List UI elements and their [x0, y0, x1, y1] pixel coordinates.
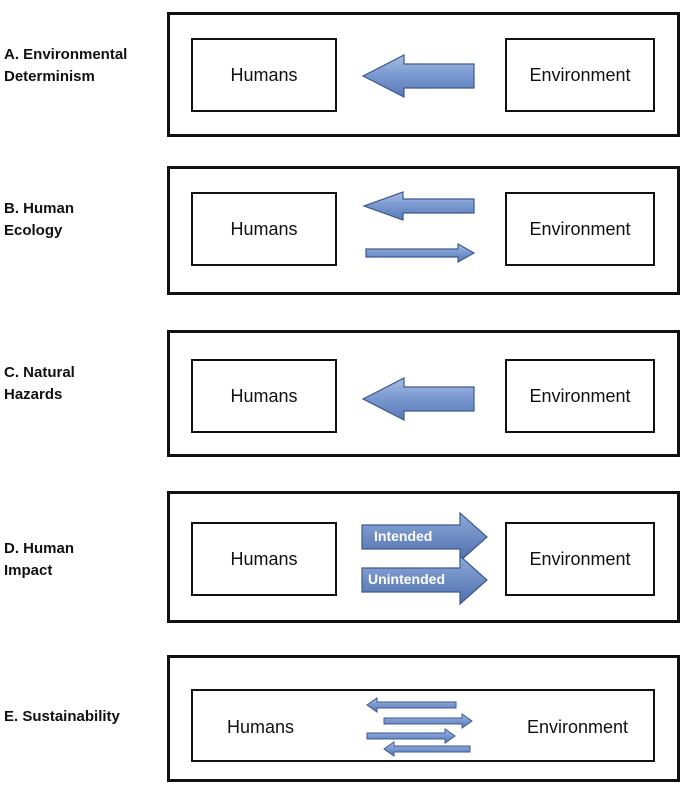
- panel-c-frame: Humans Environment: [167, 330, 680, 457]
- panel-b-label-line1: B. Human: [4, 200, 75, 217]
- panel-c-label: C. Natural Hazards: [4, 362, 75, 406]
- panel-b-environment-text: Environment: [529, 218, 631, 239]
- panel-c-environment-text: Environment: [529, 385, 631, 406]
- panel-a-humans-box: Humans: [191, 38, 337, 112]
- panel-d-arrow-unintended: [361, 554, 488, 606]
- panel-c-environment-box: Environment: [505, 359, 655, 433]
- panel-d-label-line1: D. Human: [4, 540, 75, 557]
- panel-e-environment-text: Environment: [527, 717, 629, 737]
- panel-e-arrow-4-left: [383, 741, 471, 757]
- panel-b-frame: Humans Environment: [167, 166, 680, 295]
- panel-c-humans-text: Humans: [230, 385, 298, 406]
- panel-d-arrow-label-intended: Intended: [374, 528, 432, 544]
- panel-c-label-line1: C. Natural: [4, 364, 75, 381]
- panel-a-environment-box: Environment: [505, 38, 655, 112]
- panel-e-arrow-2-right: [383, 713, 473, 729]
- panel-b-arrow-right: [365, 242, 476, 264]
- panel-e-arrow-3-right: [366, 728, 456, 744]
- panel-b-humans-box: Humans: [191, 192, 337, 266]
- panel-d-humans-text: Humans: [230, 548, 298, 569]
- panel-b-arrow-left: [362, 191, 475, 221]
- panel-e-arrow-1-left: [366, 697, 457, 713]
- panel-d-frame: Humans Environment: [167, 491, 680, 623]
- panel-a-label-line1: A. Environmental: [4, 46, 128, 63]
- panel-a-label: A. Environmental Determinism: [4, 44, 127, 88]
- panel-d-label: D. Human Impact: [4, 538, 74, 582]
- panel-a-label-line2: Determinism: [4, 68, 95, 85]
- panel-a-frame: Humans Environment: [167, 12, 680, 137]
- panel-a-arrow-left: [361, 54, 475, 98]
- panel-b-humans-text: Humans: [230, 218, 298, 239]
- panel-b-label-line2: Ecology: [4, 222, 63, 239]
- panel-e-label: E. Sustainability: [4, 706, 120, 728]
- panel-a-humans-text: Humans: [230, 64, 298, 85]
- panel-d-environment-box: Environment: [505, 522, 655, 596]
- panel-c-label-line2: Hazards: [4, 386, 63, 403]
- panel-d-arrow-label-unintended: Unintended: [368, 571, 445, 587]
- panel-b-environment-box: Environment: [505, 192, 655, 266]
- panel-c-arrow-left: [361, 377, 475, 421]
- panel-d-humans-box: Humans: [191, 522, 337, 596]
- panel-d-arrow-intended: [361, 511, 488, 563]
- panel-d-label-line2: Impact: [4, 562, 53, 579]
- panel-e-humans-text: Humans: [227, 717, 295, 737]
- panel-e-label-line1: E. Sustainability: [4, 708, 120, 725]
- panel-b-label: B. Human Ecology: [4, 198, 74, 242]
- panel-a-environment-text: Environment: [529, 64, 631, 85]
- panel-d-environment-text: Environment: [529, 548, 631, 569]
- panel-c-humans-box: Humans: [191, 359, 337, 433]
